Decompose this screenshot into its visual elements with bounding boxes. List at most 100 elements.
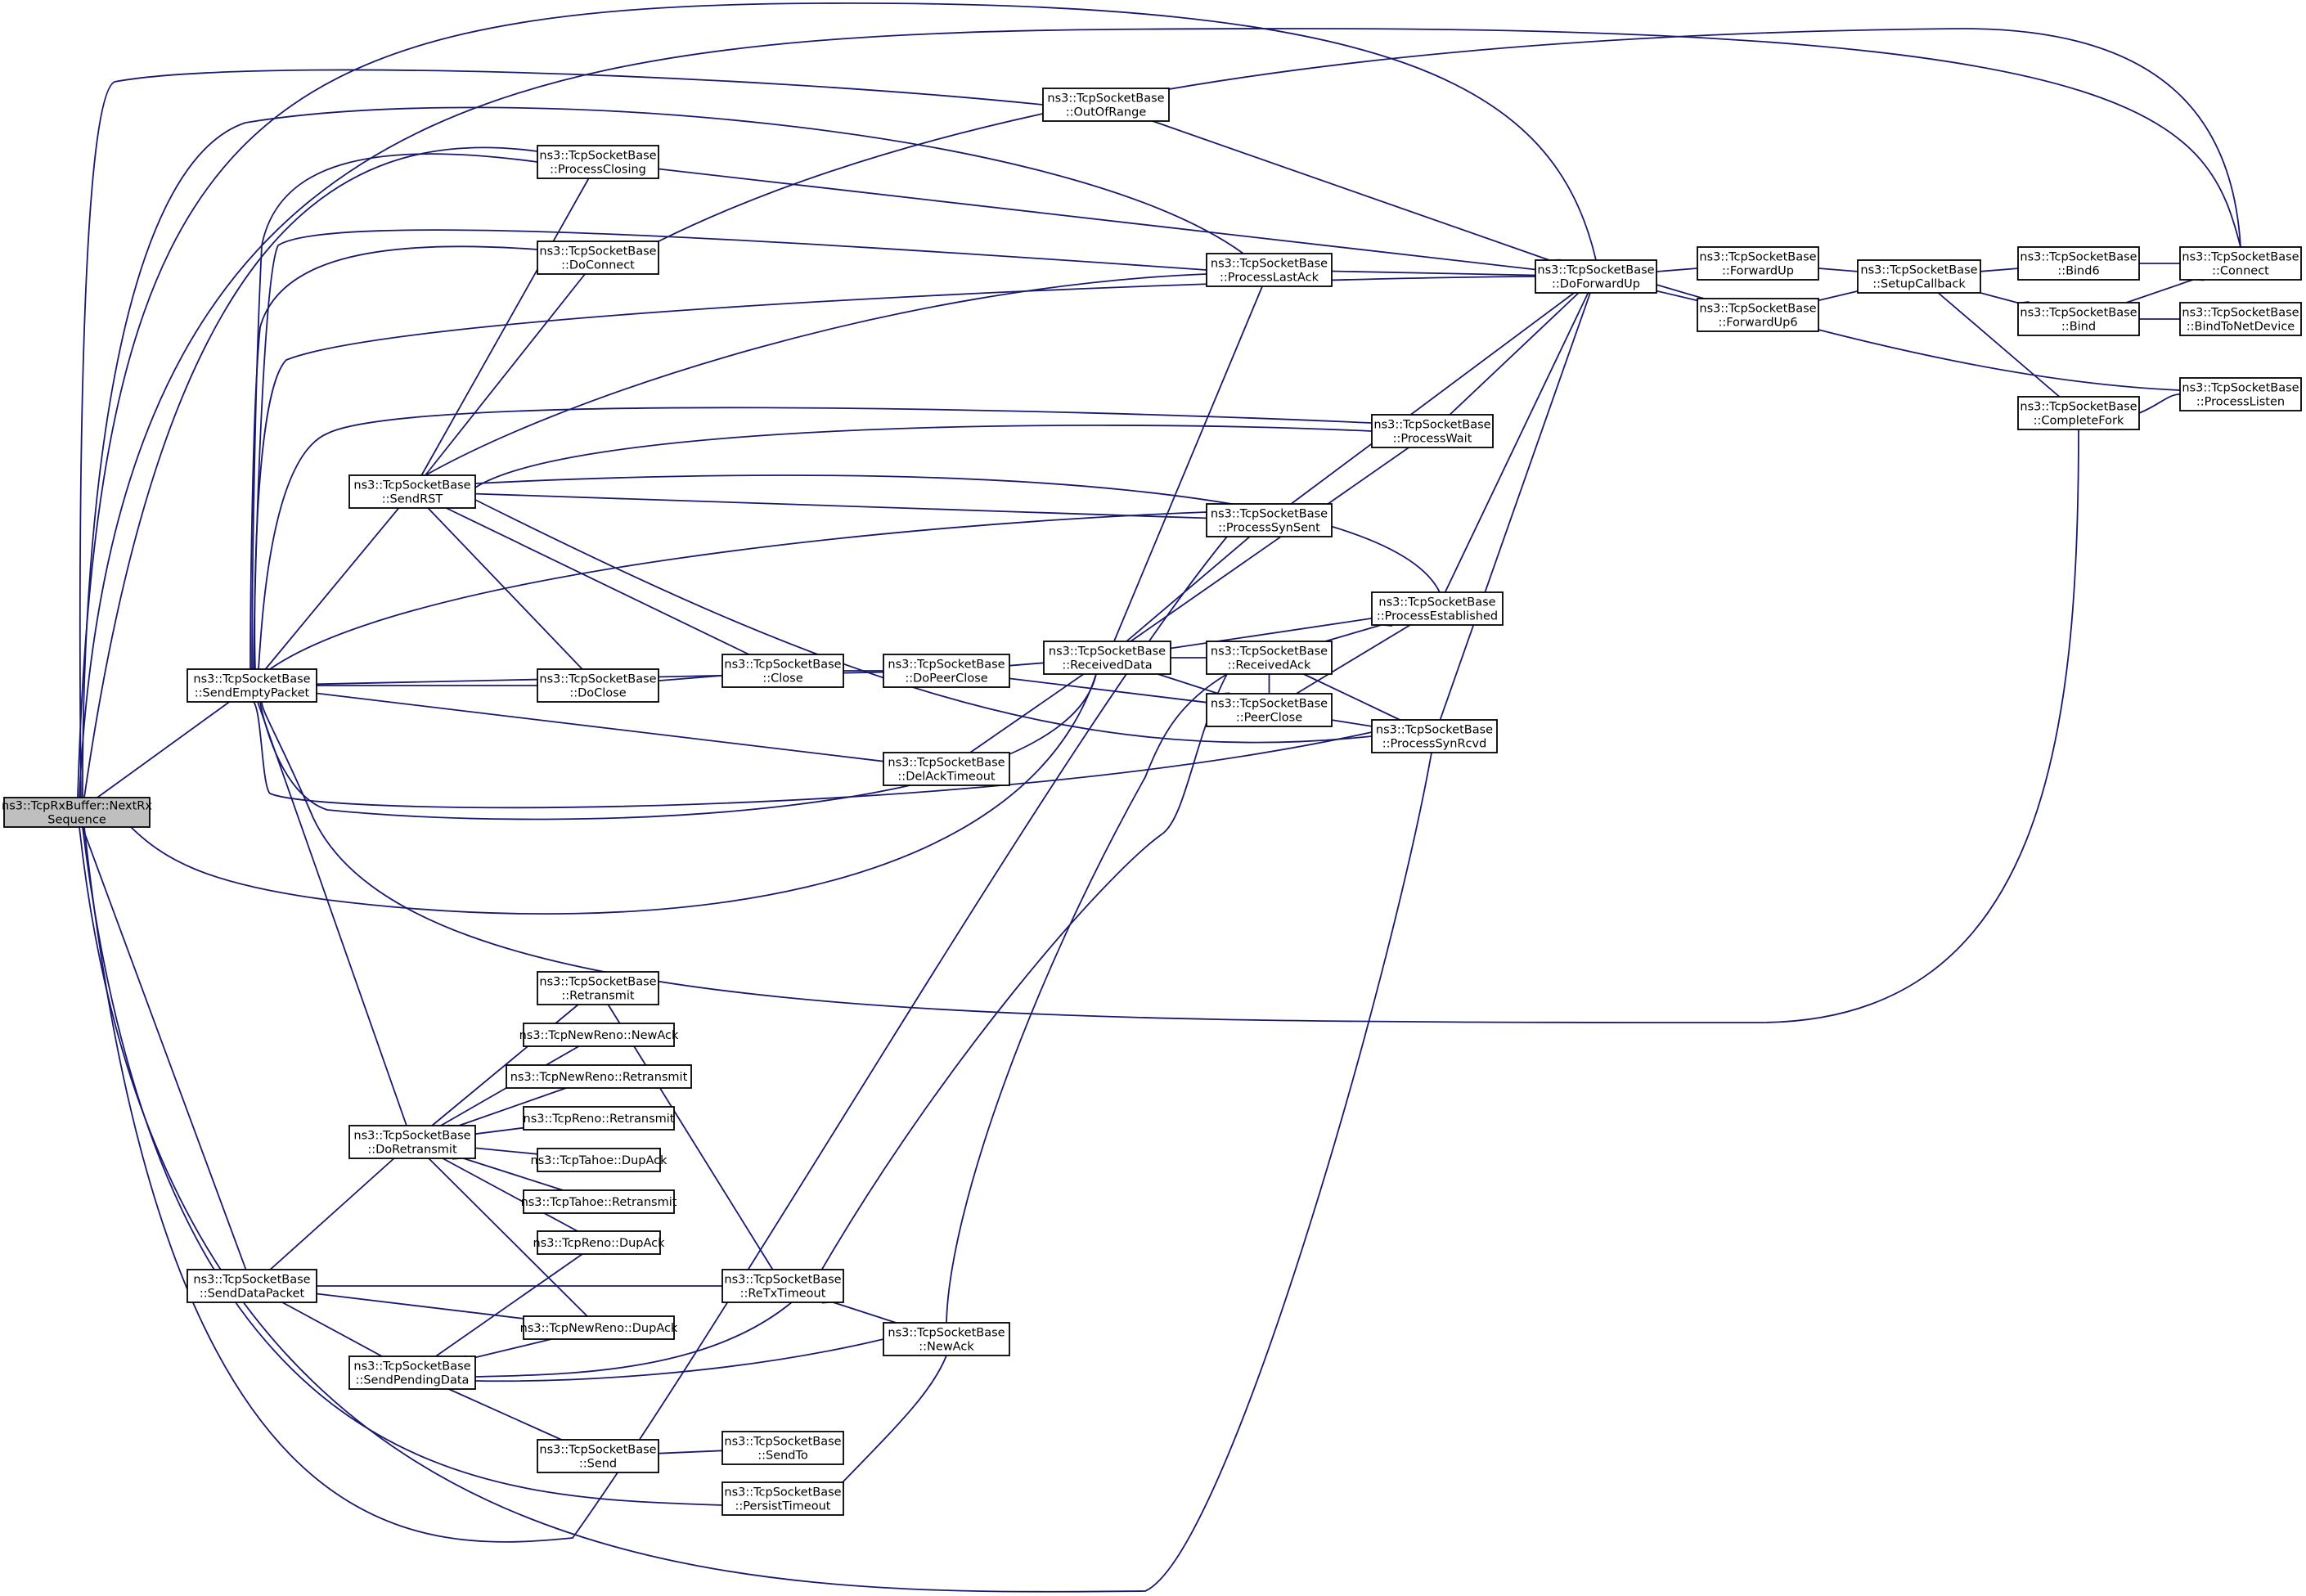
node-pest[interactable]: ns3::TcpSocketBase::ProcessEstablished [1371,591,1504,626]
node-box [2179,246,2302,281]
node-box [2179,377,2302,411]
node-label: ::DoForwardUp [1552,278,1640,291]
node-label: ns3::TcpSocketBase [353,1130,470,1143]
node-label: ::ProcessClosing [550,164,646,177]
node-box [537,1148,661,1172]
node-nrnewack[interactable]: ns3::TcpNewReno::NewAck [519,1023,679,1047]
edge-ptimeout-to-root [83,827,723,1506]
edge-dret-to-sep [258,702,407,1126]
edge-bind-to-connect [2125,280,2193,303]
node-plastack[interactable]: ns3::TcpSocketBase::ProcessLastAck [1206,253,1333,287]
node-retx[interactable]: ns3::TcpSocketBase::Retransmit [537,971,659,1005]
edge-rdata-to-pest [1170,618,1372,650]
node-dfup[interactable]: ns3::TcpSocketBase::DoForwardUp [1535,259,1657,294]
node-fup[interactable]: ns3::TcpSocketBase::ForwardUp [1697,246,1819,281]
node-box [2179,302,2302,336]
edge-dconn-to-connect [658,28,2241,247]
node-rdata[interactable]: ns3::TcpSocketBase::ReceivedData [1043,641,1171,675]
node-label: ns3::TcpRxBuffer::NextRx [2,800,152,813]
node-rtot[interactable]: ns3::TcpSocketBase::ReTxTimeout [721,1269,844,1303]
node-bind6[interactable]: ns3::TcpSocketBase::Bind6 [2017,246,2140,281]
edge-layer [78,2,2241,1593]
node-pclose[interactable]: ns3::TcpSocketBase::PeerClose [1206,693,1333,727]
node-dclose[interactable]: ns3::TcpSocketBase::DoClose [537,668,659,703]
node-label: ns3::TcpNewReno::NewAck [519,1029,679,1042]
node-sdp[interactable]: ns3::TcpSocketBase::SendDataPacket [187,1269,317,1303]
node-label: ::SendRST [382,493,443,506]
node-cfork[interactable]: ns3::TcpSocketBase::CompleteFork [2017,396,2140,430]
edge-nrdup-to-spd [475,1338,552,1357]
node-renoretx[interactable]: ns3::TcpReno::Retransmit [523,1106,675,1131]
node-label: ns3::TcpSocketBase [1376,724,1493,737]
node-label: ns3::TcpSocketBase [1211,508,1328,521]
edge-rdata-to-psynsent [1126,537,1250,642]
node-renodup[interactable]: ns3::TcpReno::DupAck [533,1230,665,1255]
node-rack[interactable]: ns3::TcpSocketBase::ReceivedAck [1206,641,1333,675]
edge-dato-to-rdata [969,674,1084,753]
node-sep[interactable]: ns3::TcpSocketBase::SendEmptyPacket [187,668,317,703]
edge-nrdup-to-dret [429,1158,588,1317]
node-label: ::PersistTimeout [735,1500,831,1513]
edge-scb-to-bind6 [1980,268,2018,272]
node-label: ::SetupCallback [1872,278,1966,291]
node-newack[interactable]: ns3::TcpSocketBase::NewAck [883,1322,1010,1356]
node-spd[interactable]: ns3::TcpSocketBase::SendPendingData [348,1355,476,1390]
node-sendto[interactable]: ns3::TcpSocketBase::SendTo [721,1431,844,1465]
node-scb[interactable]: ns3::TcpSocketBase::SetupCallback [1857,259,1981,294]
node-btnd[interactable]: ns3::TcpSocketBase::BindToNetDevice [2179,302,2302,336]
node-pclosing[interactable]: ns3::TcpSocketBase::ProcessClosing [537,145,659,179]
node-label: ::OutOfRange [1066,106,1147,119]
edge-dfup-to-fup6 [1656,290,1697,301]
node-label: ::Close [762,672,802,686]
node-box [1857,259,1981,294]
node-nrdup[interactable]: ns3::TcpNewReno::DupAck [520,1315,678,1340]
node-label: ::DoClose [569,687,626,700]
node-bind[interactable]: ns3::TcpSocketBase::Bind [2017,302,2140,336]
node-box [883,1322,1010,1356]
node-dpclose[interactable]: ns3::TcpSocketBase::DoPeerClose [883,654,1010,688]
node-label: ns3::TcpSocketBase [724,1436,841,1449]
node-label: ns3::TcpReno::Retransmit [524,1113,675,1126]
node-label: ns3::TcpSocketBase [1211,258,1328,271]
node-label: ::PeerClose [1236,712,1302,725]
edge-rack-to-spd [475,673,1228,1377]
edge-srst-to-sep [266,507,400,669]
node-box [187,1269,317,1303]
edge-pest-to-dfup [1444,293,1589,593]
edge-pwait-to-sep [258,407,1373,669]
node-label: ::DoPeerClose [905,672,987,686]
node-tahoedup[interactable]: ns3::TcpTahoe::DupAck [531,1148,668,1172]
node-dconn[interactable]: ns3::TcpSocketBase::DoConnect [537,241,659,275]
node-plisten[interactable]: ns3::TcpSocketBase::ProcessListen [2179,377,2302,411]
edge-dret-to-sdp [270,1158,395,1270]
node-label: ns3::TcpReno::DupAck [533,1237,665,1250]
edge-psynsent-to-dfup [1290,293,1574,505]
node-dret[interactable]: ns3::TcpSocketBase::DoRetransmit [348,1125,476,1159]
node-dato[interactable]: ns3::TcpSocketBase::DelAckTimeout [883,752,1010,786]
node-label: ns3::TcpSocketBase [724,1486,841,1499]
node-ptimeout[interactable]: ns3::TcpSocketBase::PersistTimeout [721,1481,844,1516]
edge-sep-to-root [97,701,230,798]
node-label: ::DelAckTimeout [897,771,995,784]
edge-rack-to-newack [946,673,1228,1323]
edge-renoretx-to-dret [475,1126,524,1135]
node-nrretx[interactable]: ns3::TcpNewReno::Retransmit [506,1064,692,1089]
node-close[interactable]: ns3::TcpSocketBase::Close [721,654,844,688]
edge-dclose-to-srst [428,508,583,670]
node-psynsent[interactable]: ns3::TcpSocketBase::ProcessSynSent [1206,503,1333,537]
node-fup6[interactable]: ns3::TcpSocketBase::ForwardUp6 [1697,298,1819,332]
edge-psynrcvd-to-dfup [1439,293,1591,721]
edge-newack-to-rtot [834,1302,897,1324]
node-send[interactable]: ns3::TcpSocketBase::Send [537,1439,659,1473]
node-label: ns3::TcpSocketBase [2182,307,2299,320]
node-label: ::ForwardUp [1722,265,1794,278]
node-pwait[interactable]: ns3::TcpSocketBase::ProcessWait [1371,414,1494,448]
node-tahoeretx[interactable]: ns3::TcpTahoe::Retransmit [521,1189,677,1214]
node-box [537,241,659,275]
edge-tahoedup-to-dret [475,1148,538,1155]
node-oor[interactable]: ns3::TcpSocketBase::OutOfRange [1042,88,1170,122]
node-psynrcvd[interactable]: ns3::TcpSocketBase::ProcessSynRcvd [1371,719,1498,753]
node-srst[interactable]: ns3::TcpSocketBase::SendRST [348,474,476,509]
node-connect[interactable]: ns3::TcpSocketBase::Connect [2179,246,2302,281]
